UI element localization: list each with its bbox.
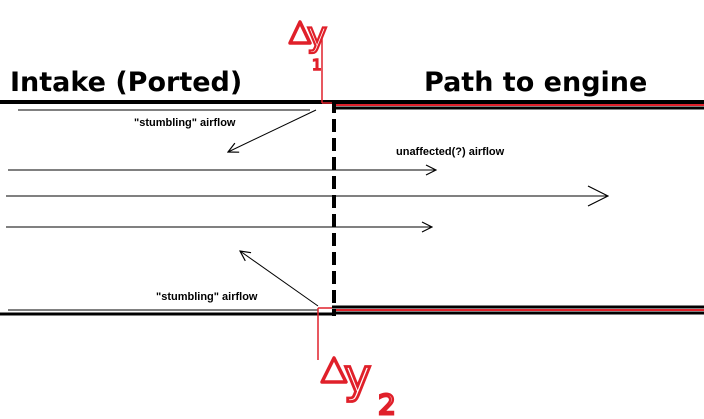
stumbling-arrow-bottom <box>240 251 319 307</box>
intake-title: Intake (Ported) <box>10 67 242 98</box>
top-wall <box>0 100 704 110</box>
delta-y1-marker: y 1 <box>288 14 328 103</box>
bottom-wall <box>0 305 704 316</box>
stumbling-label-top: "stumbling" airflow <box>134 117 236 129</box>
delta-triangle-icon <box>288 20 312 45</box>
engine-title: Path to engine <box>424 67 647 98</box>
stumbling-arrow-top <box>228 109 317 152</box>
delta-y1-subscript: 1 <box>312 56 322 74</box>
delta-y2-marker: y 2 <box>317 308 397 419</box>
delta-y2-subscript: 2 <box>378 388 396 419</box>
delta-y1-symbol: y <box>307 15 327 55</box>
stumbling-label-bottom: "stumbling" airflow <box>156 291 258 303</box>
delta-triangle-icon <box>320 356 348 384</box>
delta-y2-symbol: y <box>344 349 371 403</box>
unaffected-label: unaffected(?) airflow <box>396 146 505 158</box>
